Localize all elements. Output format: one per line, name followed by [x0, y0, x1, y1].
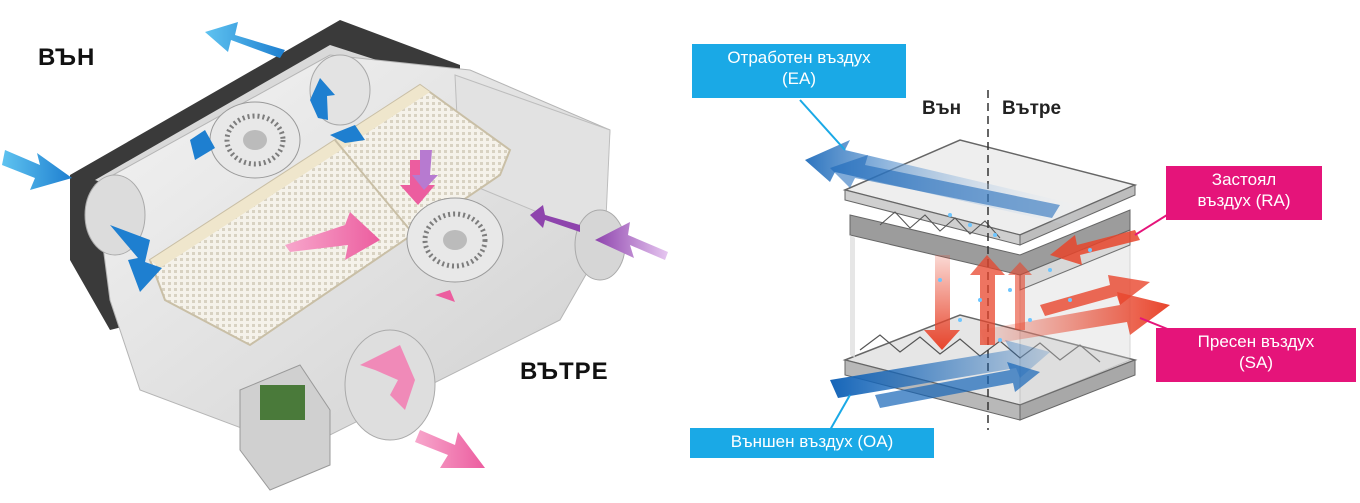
arrow-return-inner	[530, 205, 580, 232]
tag-exhaust-line1: Отработен въздух	[727, 48, 871, 67]
flow-red-up	[970, 255, 1005, 345]
leader-ea	[799, 99, 846, 151]
tag-exhaust-line2: (EA)	[782, 69, 816, 88]
arrow-pink-core	[285, 212, 380, 260]
tag-return-line2: въздух (RA)	[1197, 191, 1291, 210]
arrow-pink-small	[435, 290, 455, 302]
flow-supply-arrow	[980, 292, 1170, 345]
tag-supply-line2: (SA)	[1239, 353, 1273, 372]
arrow-blue-down	[110, 225, 162, 292]
label-inside: ВЪТРЕ	[520, 358, 609, 385]
unit-cutaway-panel: ВЪН ВЪТРЕ	[2, 20, 668, 491]
flow-red-down	[924, 255, 960, 350]
arrow-exhaust-out	[205, 22, 285, 58]
duct-supply-outlet	[344, 329, 436, 441]
exchanger-side-left	[850, 235, 855, 358]
tag-return-line1: Застоял	[1211, 170, 1277, 189]
arrow-supply-out	[415, 430, 485, 468]
control-box	[239, 364, 331, 491]
label-side-outside: Вън	[922, 98, 962, 119]
arrow-blue-curl	[190, 130, 215, 160]
arrow-outdoor-in	[2, 150, 72, 190]
exchanger-flow-diagram	[799, 90, 1176, 431]
tag-return-air: Застоял въздух (RA)	[1166, 166, 1322, 220]
tag-outdoor-line1: Външен въздух (OA)	[730, 432, 894, 451]
exchanger-diagram-panel: Вън Вътре Отработен въздух (EA) Застоял …	[680, 0, 1360, 503]
flow-red-inner	[1008, 262, 1032, 330]
flow-exhaust-arrow-2	[830, 155, 1060, 218]
arrow-blue-up	[310, 78, 335, 120]
fan-supply	[406, 197, 504, 283]
flow-outdoor-arrow	[830, 340, 1050, 398]
tag-supply-line1: Пресен въздух	[1197, 332, 1315, 351]
tag-exhaust-air: Отработен въздух (EA)	[692, 44, 906, 98]
unit-cutaway-illustration	[2, 20, 668, 491]
leader-oa	[829, 394, 851, 431]
particle-dots	[938, 213, 1092, 342]
tag-supply-air: Пресен въздух (SA)	[1156, 328, 1356, 382]
arrow-purple-down	[412, 150, 438, 190]
arrow-pink-curve	[360, 345, 415, 410]
label-side-inside: Вътре	[1002, 98, 1062, 119]
arrow-pink-down	[400, 160, 435, 205]
flow-outdoor-arrow-2	[875, 362, 1040, 408]
arrow-return-in	[595, 222, 668, 260]
flow-supply-arrow-2	[1040, 275, 1150, 316]
fan-exhaust	[209, 101, 301, 179]
arrow-blue-fan	[330, 125, 365, 143]
label-outside: ВЪН	[38, 44, 96, 71]
flow-return-arrow	[1050, 230, 1140, 265]
tag-outdoor-air: Външен въздух (OA)	[690, 428, 934, 458]
heat-exchanger-frame	[150, 85, 430, 268]
